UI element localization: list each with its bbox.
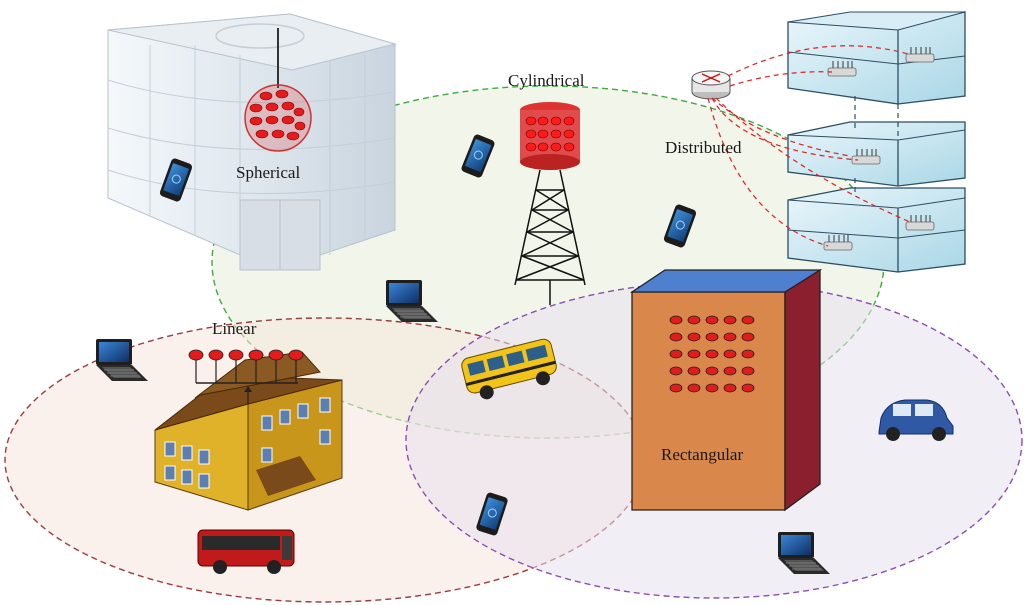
shelf-top xyxy=(787,11,966,105)
school-building xyxy=(154,351,343,511)
label-distributed: Distributed xyxy=(665,138,742,157)
shelf-bottom xyxy=(787,187,966,273)
cylindrical-antenna-tower xyxy=(514,102,586,305)
city-bus-icon xyxy=(197,529,295,574)
label-linear: Linear xyxy=(212,319,257,338)
label-spherical: Spherical xyxy=(236,163,300,182)
office-tower xyxy=(107,13,397,271)
label-cylindrical: Cylindrical xyxy=(508,71,585,90)
router-icon xyxy=(691,70,731,100)
label-rectangular: Rectangular xyxy=(661,445,743,464)
fiber-links xyxy=(707,45,911,247)
spherical-antenna-array xyxy=(244,28,312,152)
linear-antenna-array xyxy=(188,349,304,384)
car-icon xyxy=(878,399,954,441)
school-bus-icon xyxy=(461,338,557,400)
rectangular-antenna-building xyxy=(629,268,823,512)
distributed-antenna-system xyxy=(691,11,966,273)
rectangular-antenna-array xyxy=(669,315,755,393)
